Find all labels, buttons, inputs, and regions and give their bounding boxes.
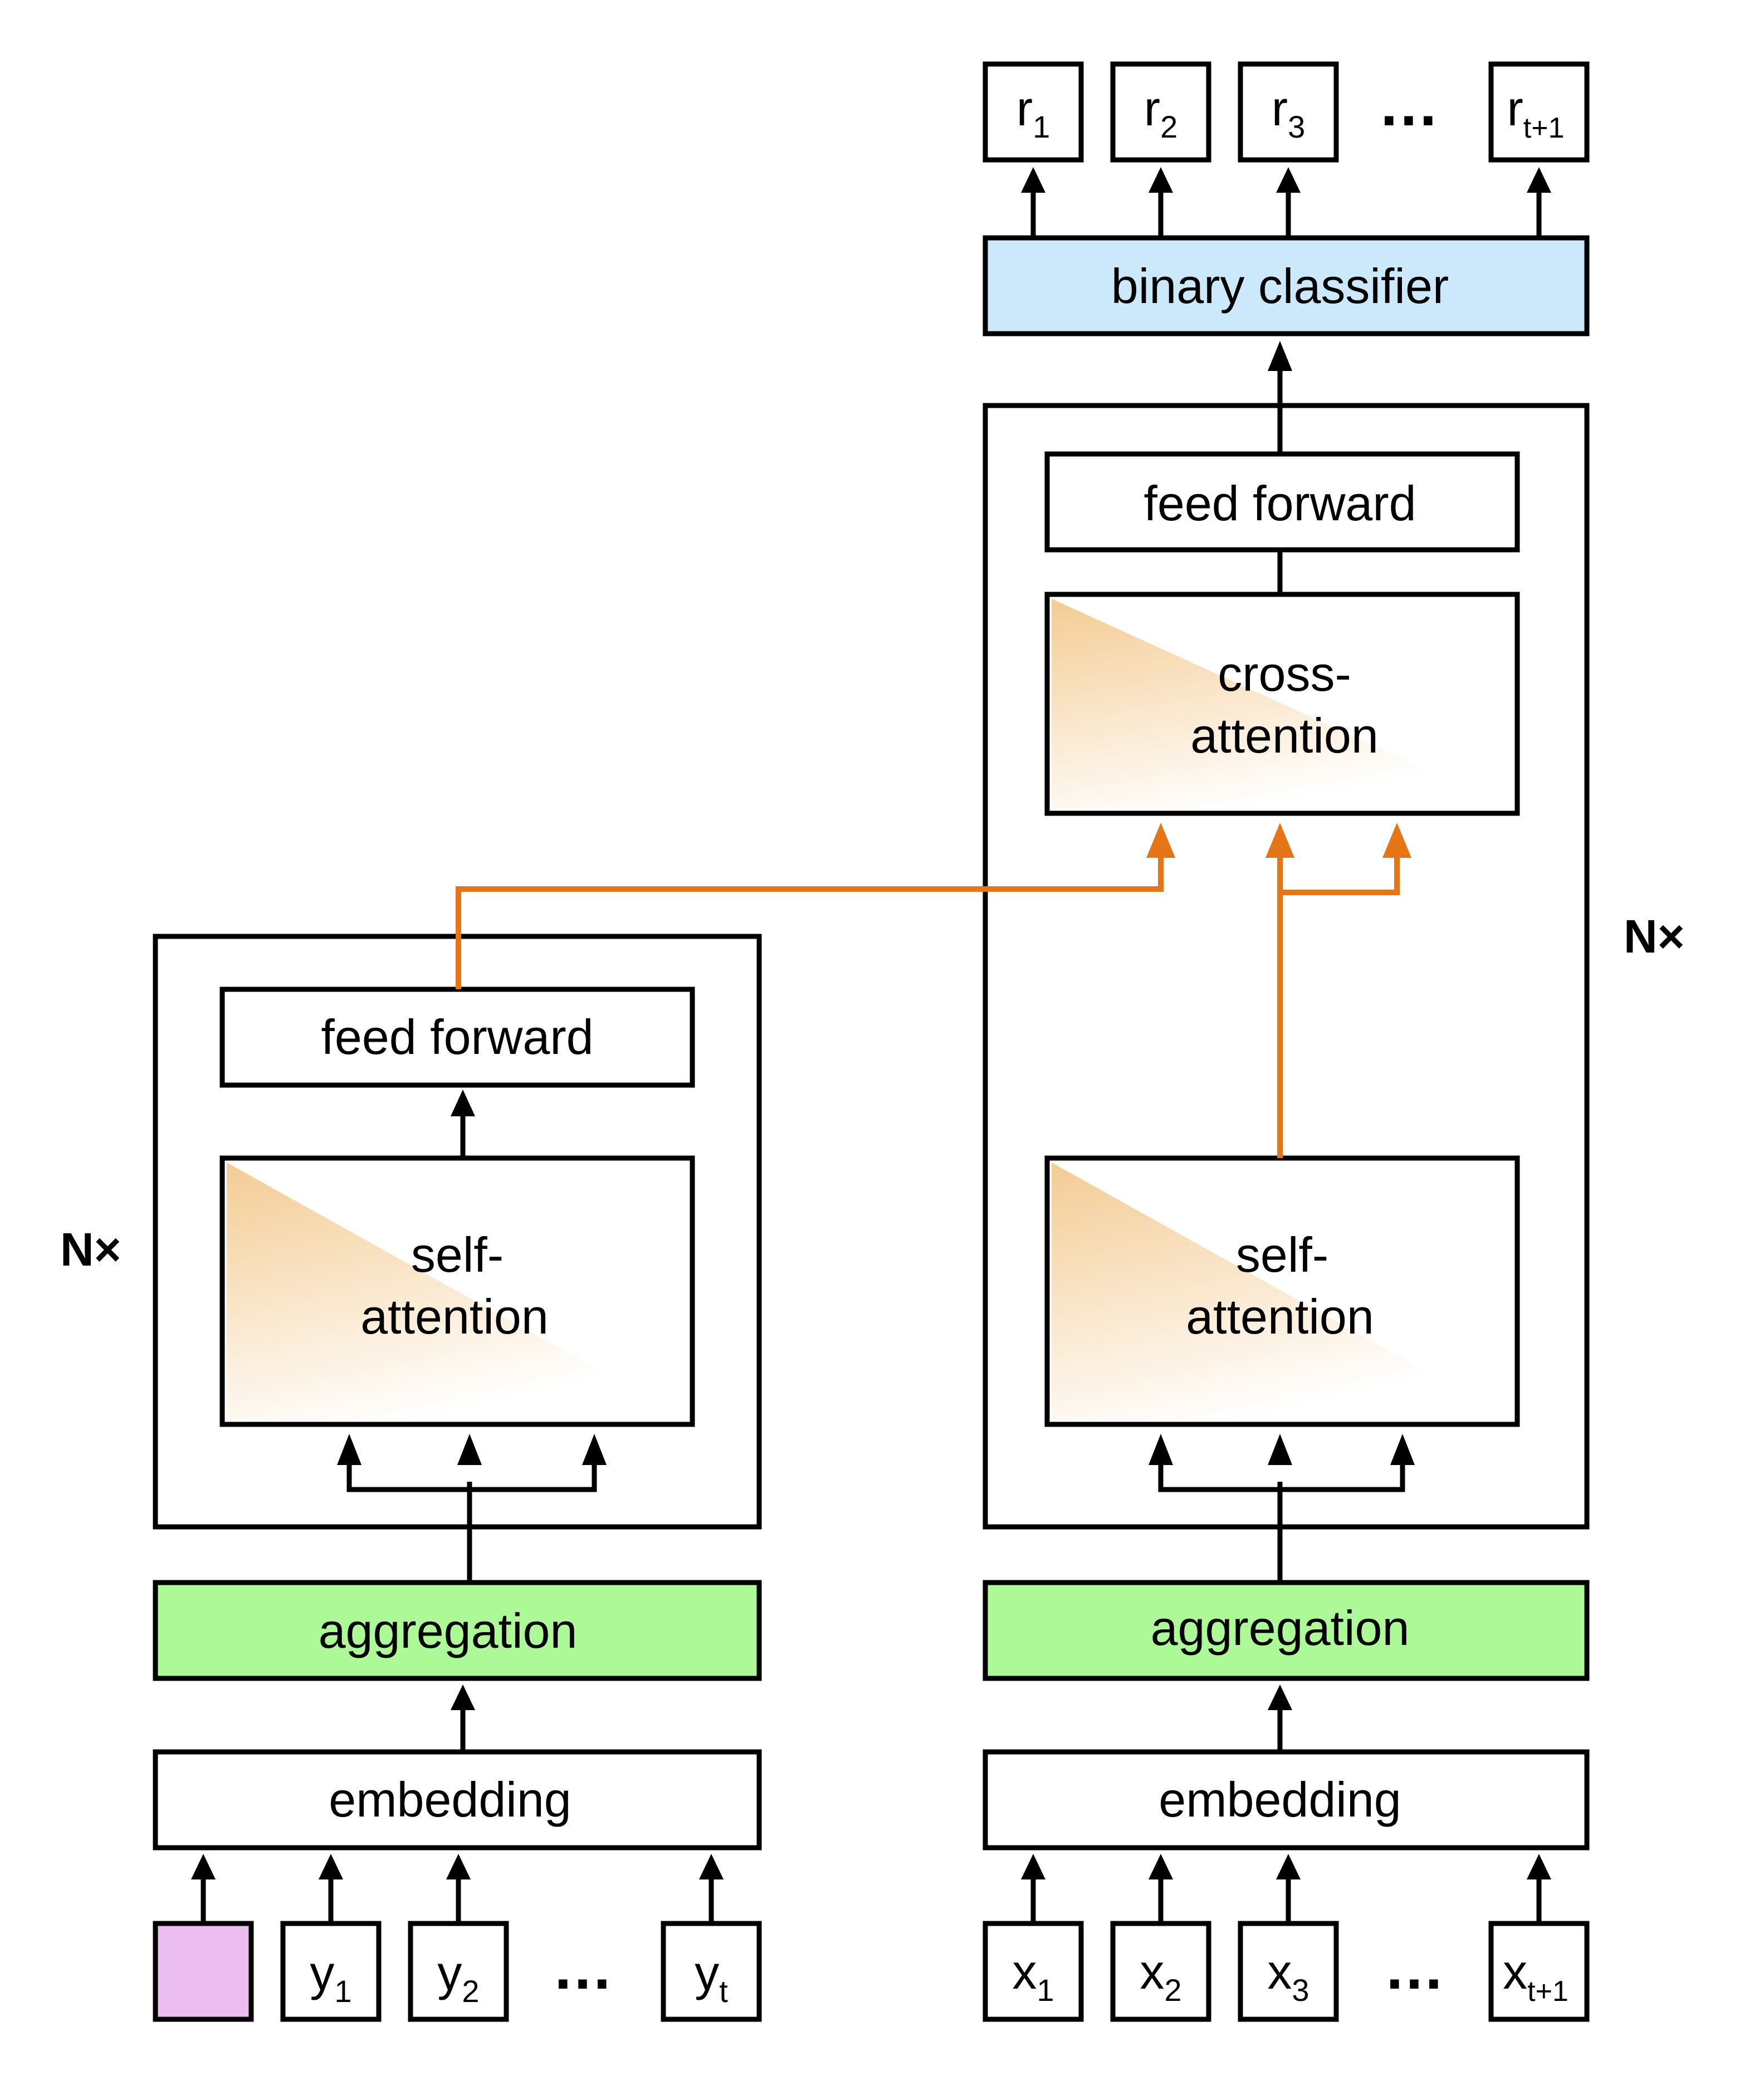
input-label-y2: y2 (437, 1945, 479, 2009)
right-arrowheads (1021, 167, 1551, 1879)
right-repeat-label: N× (1624, 910, 1685, 963)
input-ellipsis-left: … (552, 1933, 613, 2002)
output-label-r3: r3 (1272, 81, 1305, 144)
output-label-r1: r1 (1017, 81, 1050, 144)
right-self-attention-gradient (1052, 1163, 1513, 1420)
right-decoder-block (983, 403, 1590, 1530)
input-label-x1: x1 (1012, 1944, 1054, 2008)
input-box-y2 (408, 1921, 509, 2022)
left-embedding-box (153, 1749, 762, 1850)
left-feed-forward-label: feed forward (321, 1009, 593, 1065)
input-box-y1 (280, 1921, 382, 2022)
left-self-attention-label-line1: self- (411, 1227, 504, 1282)
start-token-box (153, 1921, 254, 2022)
right-connectors (1030, 189, 1542, 1923)
input-label-yt: yt (695, 1945, 728, 2009)
input-label-x2: x2 (1140, 1944, 1181, 2008)
output-box-r3 (1238, 61, 1339, 163)
input-label-xt1: xt+1 (1503, 1944, 1568, 2008)
left-arrowheads (191, 1090, 724, 1879)
left-aggregation-label: aggregation (319, 1603, 578, 1658)
output-box-r1 (983, 61, 1084, 163)
input-label-y1: y1 (310, 1945, 351, 2009)
left-connectors (201, 1114, 714, 1923)
left-embedding-label: embedding (329, 1772, 571, 1827)
left-aggregation-box (153, 1580, 762, 1681)
cross-attention-gradient (1052, 599, 1513, 809)
binary-classifier-label: binary classifier (1111, 258, 1449, 314)
output-label-rt1: rt+1 (1507, 81, 1564, 144)
right-feed-forward-label: feed forward (1144, 476, 1416, 531)
left-self-attention-label-line2: attention (360, 1289, 549, 1344)
orange-flow-arrowheads (1146, 823, 1411, 858)
output-box-rt1 (1488, 61, 1590, 163)
input-ellipsis-right: … (1384, 1933, 1445, 2002)
output-ellipsis: … (1378, 70, 1439, 139)
cross-attention-label-line2: attention (1190, 708, 1379, 763)
right-aggregation-box (983, 1580, 1590, 1681)
right-self-attention-label-line1: self- (1236, 1227, 1328, 1282)
input-label-x3: x3 (1267, 1944, 1309, 2008)
output-label-r2: r2 (1144, 81, 1177, 144)
cross-attention-label-line1: cross- (1218, 646, 1351, 701)
right-self-attention-label-line2: attention (1186, 1289, 1374, 1344)
output-box-r2 (1110, 61, 1211, 163)
left-self-attention-gradient (227, 1163, 688, 1420)
right-embedding-box (983, 1749, 1590, 1850)
right-feed-forward-box (1044, 451, 1520, 553)
right-embedding-label: embedding (1159, 1772, 1401, 1827)
right-aggregation-label: aggregation (1151, 1600, 1410, 1656)
left-repeat-label: N× (60, 1223, 121, 1276)
orange-flow-lines (456, 851, 1400, 1158)
